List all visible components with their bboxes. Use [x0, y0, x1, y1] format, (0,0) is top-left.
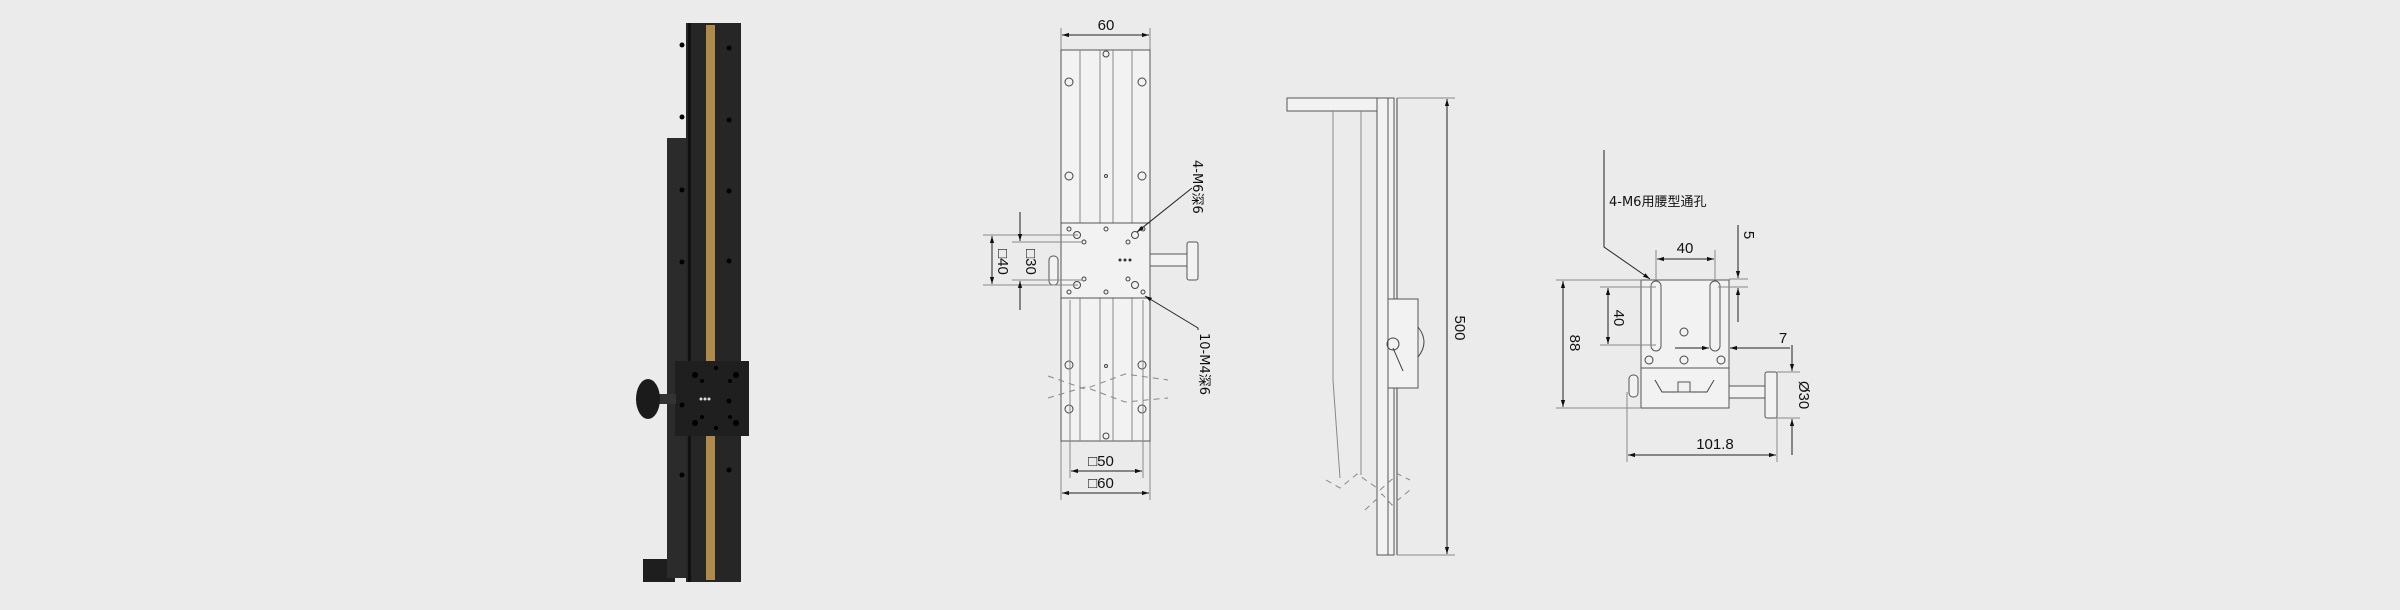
carriage-side: [1387, 298, 1419, 389]
dim-offset-7: 7: [1779, 330, 1787, 347]
gear-rack: [706, 25, 715, 580]
label-slot-holes: 4-M6用腰型通孔: [1609, 195, 1706, 210]
rail-profile: [1376, 97, 1389, 556]
slot-right: [1709, 280, 1721, 352]
dim-square-30: □30: [1022, 249, 1039, 275]
knob-shaft: [1728, 385, 1766, 399]
lock-lever[interactable]: [1392, 347, 1404, 372]
dim-width-60: 60: [1098, 17, 1115, 34]
dim-slot-spacing-40: 40: [1677, 240, 1694, 257]
back-plate: [667, 138, 689, 578]
column-groove: [688, 23, 691, 582]
dim-square-50: □50: [1088, 453, 1114, 470]
lock-lever[interactable]: [1048, 255, 1059, 286]
label-4-m6: 4-M6深6: [1189, 160, 1204, 214]
indicator-dots: [699, 397, 711, 401]
product-photo: [636, 23, 749, 582]
adjust-knob[interactable]: [636, 379, 660, 419]
rail-holes: [1064, 50, 1147, 440]
lock-pivot: [1386, 337, 1400, 351]
carriage-holes: [692, 366, 739, 430]
adjust-knob[interactable]: [1764, 371, 1778, 419]
plate-holes: [1644, 327, 1726, 365]
dim-height-500: 500: [1451, 315, 1468, 340]
break-lines: [1325, 473, 1411, 511]
dim-knob-diameter: Ø30: [1795, 381, 1812, 409]
end-view: 4-M6用腰型通孔 40 5 88 40 7: [1556, 150, 1812, 462]
indicator-dots: [1118, 258, 1132, 262]
knob-profile: [1417, 326, 1425, 358]
break-lines: [1047, 373, 1169, 403]
slot-left: [1650, 280, 1662, 352]
top-bracket: [1286, 97, 1378, 112]
knob-shaft: [652, 394, 676, 404]
column-holes: [679, 42, 732, 478]
carriage-holes: [1066, 226, 1146, 295]
dim-square-60: □60: [1088, 475, 1114, 492]
front-view: 60: [983, 17, 1211, 500]
dim-slot-length-40: 40: [1610, 310, 1627, 327]
knob-shaft: [1149, 253, 1188, 267]
lock-lever[interactable]: [1628, 374, 1639, 398]
dim-width-101-8: 101.8: [1696, 436, 1734, 453]
gear: [1677, 381, 1691, 393]
dim-square-40: □40: [994, 249, 1011, 275]
dim-height-88: 88: [1566, 335, 1583, 352]
adjust-knob[interactable]: [1186, 241, 1199, 281]
dim-offset-5: 5: [1740, 231, 1757, 239]
side-view: 500: [1286, 97, 1468, 556]
label-10-m4: 10-M4深6: [1196, 333, 1211, 395]
